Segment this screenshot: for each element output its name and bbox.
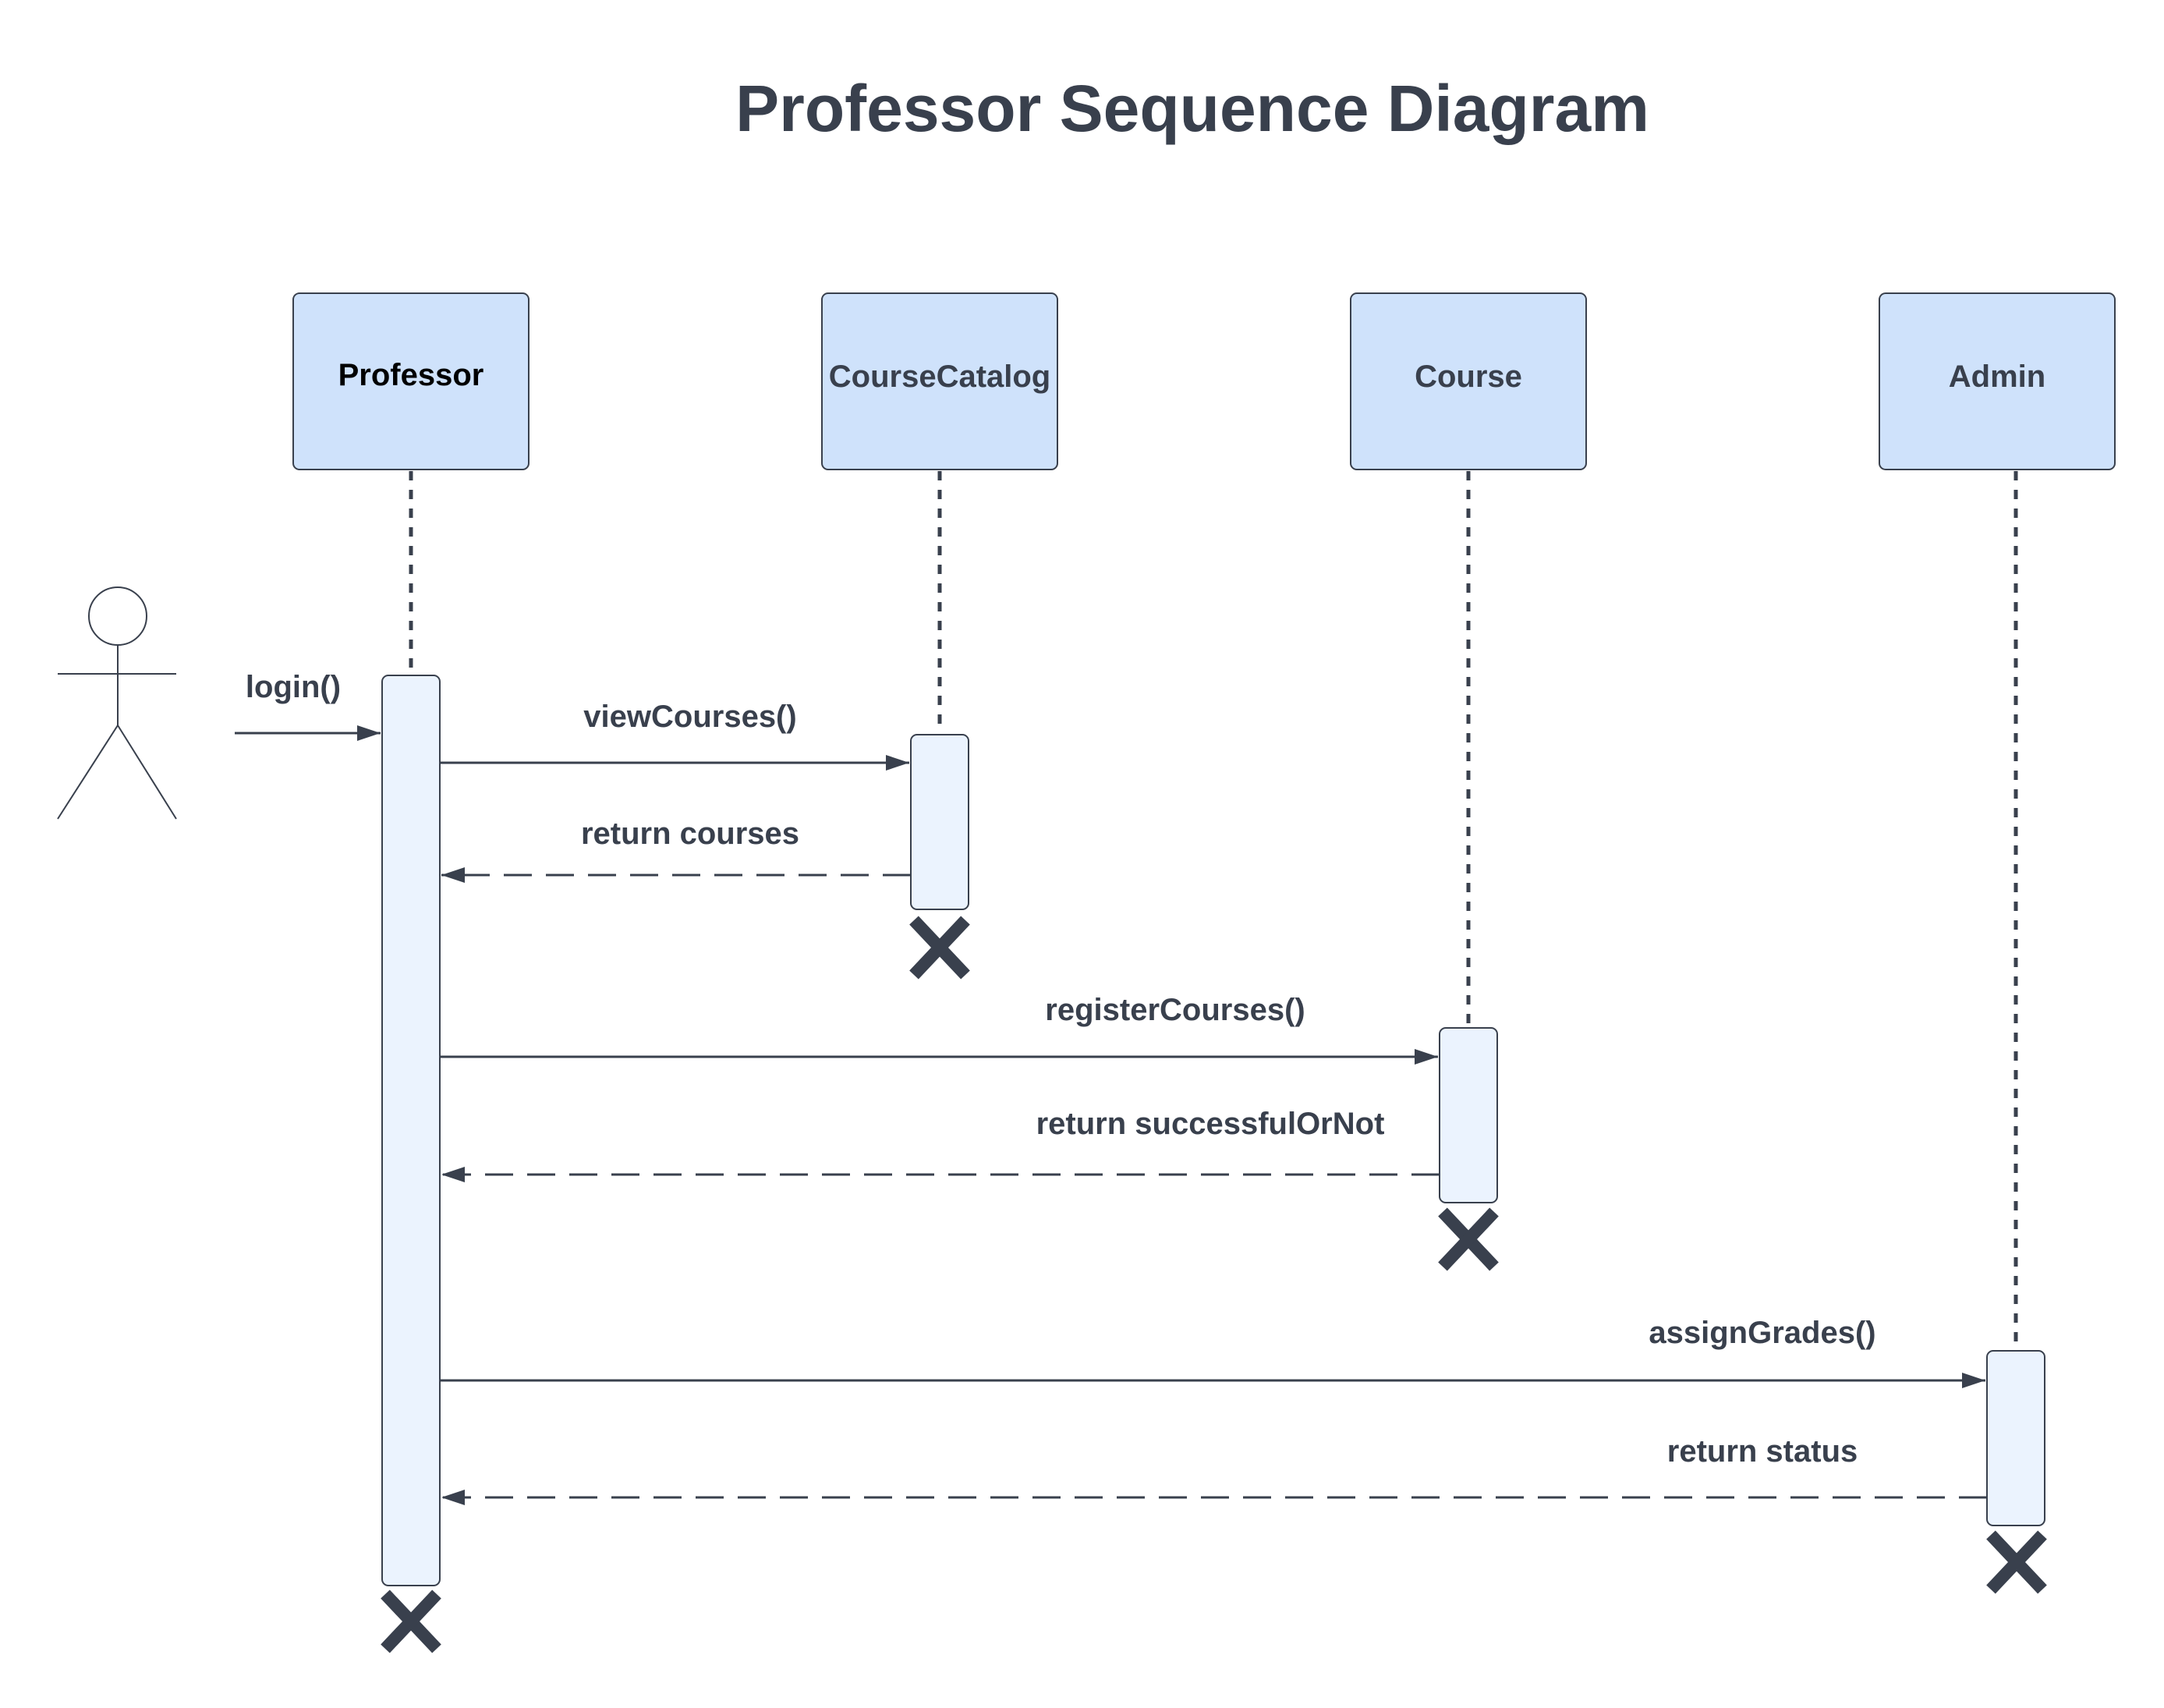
destroy-x-icon-admin — [1986, 1530, 2047, 1594]
lifeline-coursecatalog: CourseCatalog — [821, 292, 1058, 733]
message-label-viewcourses: viewCourses() — [583, 700, 796, 734]
activation-bar-admin — [1986, 1350, 2045, 1526]
message-label-login: login() — [246, 670, 341, 704]
message-login: login() — [235, 670, 381, 741]
message-label-return-status: return status — [1667, 1434, 1858, 1469]
lifeline-box-course — [1350, 292, 1587, 470]
message-return-status: return status — [441, 1434, 1987, 1505]
message-label-return-courses: return courses — [581, 817, 799, 851]
message-return-successfulornot: return successfulOrNot — [441, 1107, 1440, 1182]
lifeline-label-professor: Professor — [338, 358, 484, 392]
destroy-x-icon-course — [1438, 1207, 1499, 1271]
message-return-courses: return courses — [441, 817, 911, 883]
lifeline-course: Course — [1350, 292, 1587, 1028]
activation-bar-coursecatalog — [910, 734, 969, 910]
lifeline-box-coursecatalog — [821, 292, 1058, 470]
message-label-assigngrades: assignGrades() — [1649, 1316, 1875, 1350]
lifeline-box-admin — [1879, 292, 2116, 470]
actor-stick-figure-icon — [57, 586, 177, 820]
destroy-x-icon-professor — [381, 1589, 441, 1653]
diagram-title: Professor Sequence Diagram — [735, 72, 1649, 145]
message-label-registercourses: registerCourses() — [1045, 993, 1305, 1027]
message-assigngrades: assignGrades() — [440, 1316, 1985, 1388]
lifeline-label-admin: Admin — [1949, 360, 2045, 394]
lifeline-label-coursecatalog: CourseCatalog — [829, 360, 1051, 394]
lifeline-admin: Admin — [1879, 292, 2116, 1351]
lifeline-label-course: Course — [1415, 360, 1522, 394]
activation-bar-course — [1439, 1027, 1498, 1203]
message-registercourses: registerCourses() — [440, 993, 1438, 1065]
destroy-x-icon-coursecatalog — [909, 916, 970, 980]
lifeline-box-professor — [292, 292, 529, 470]
message-viewcourses: viewCourses() — [440, 700, 909, 771]
lifeline-professor: Professor — [292, 292, 529, 675]
activation-bar-professor — [381, 675, 441, 1586]
message-label-return-successfulornot: return successfulOrNot — [1036, 1107, 1385, 1141]
